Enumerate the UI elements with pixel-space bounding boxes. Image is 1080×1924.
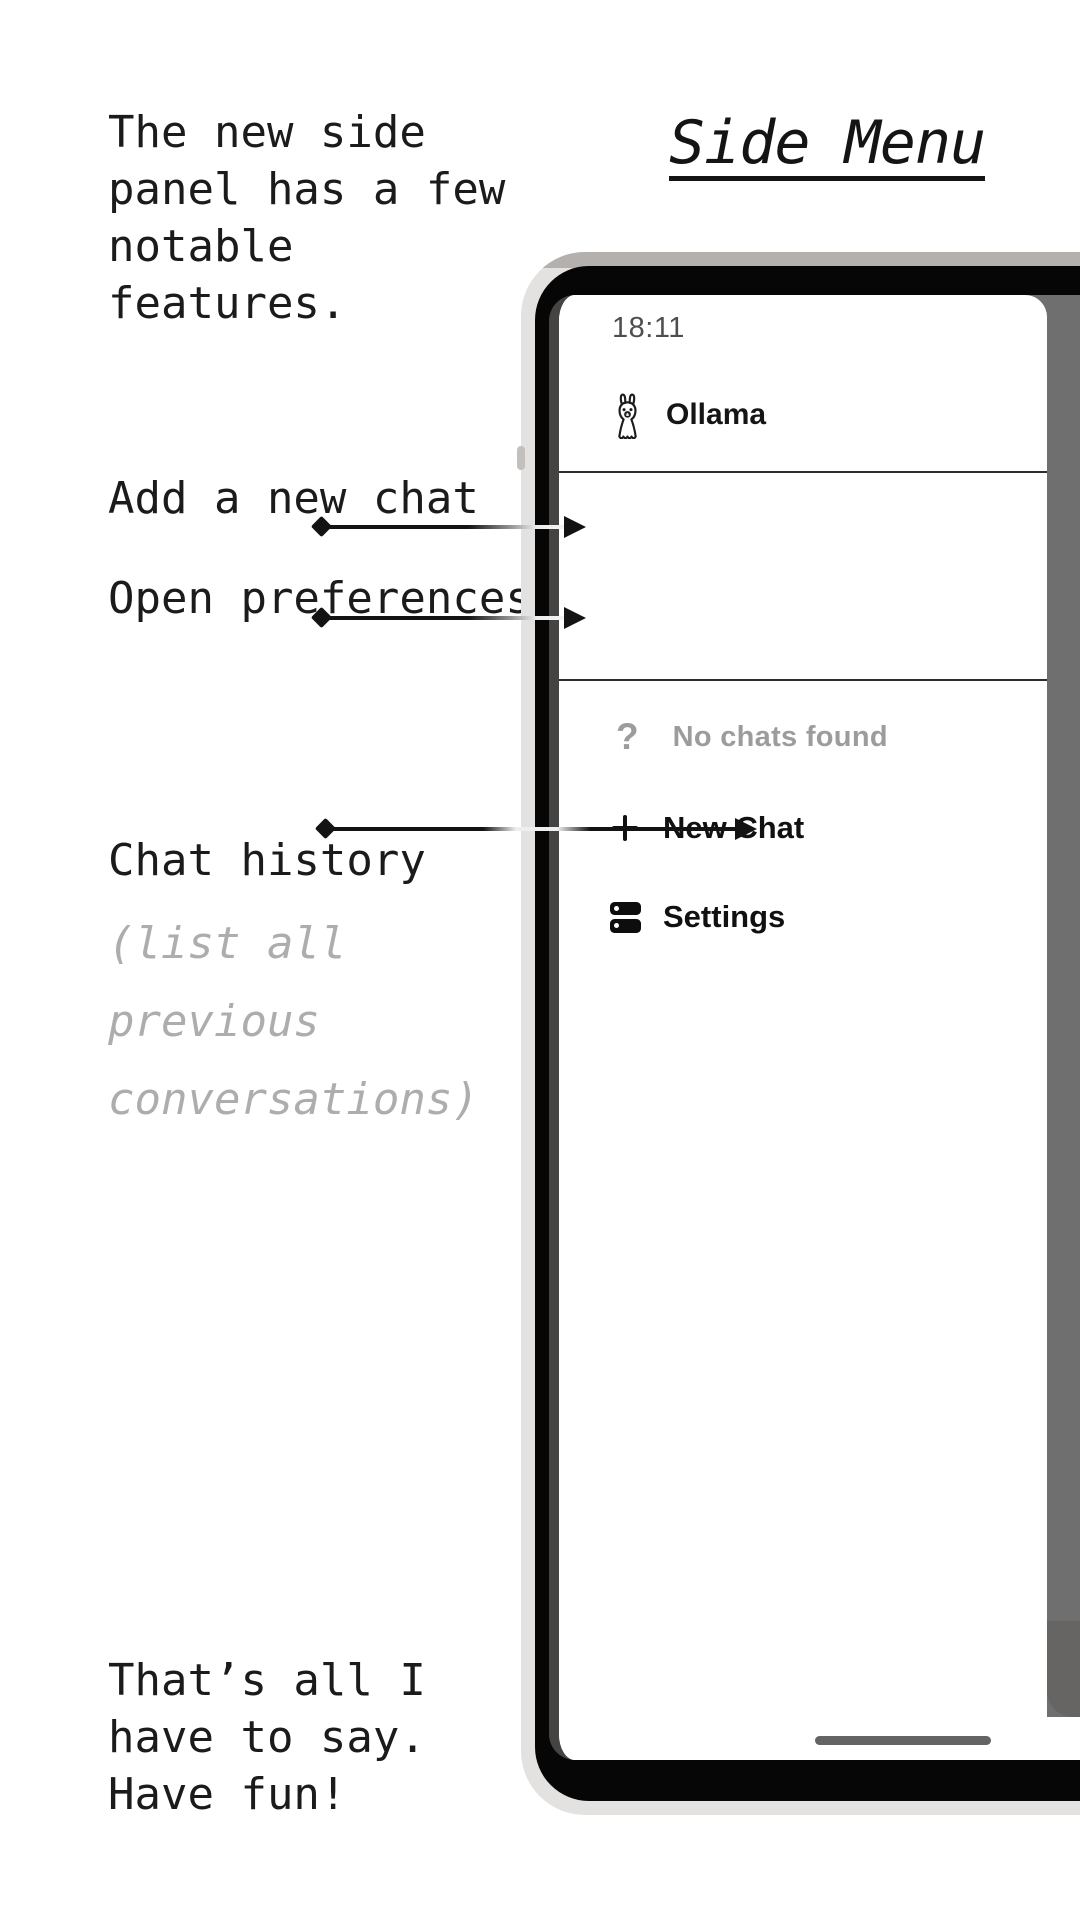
- status-bar-clock: 18:11: [612, 312, 685, 344]
- settings-icon: [610, 901, 641, 933]
- arrow-line-history: [326, 827, 739, 831]
- arrow-head-history: [735, 818, 757, 840]
- menu-item-settings[interactable]: Settings: [610, 893, 785, 941]
- gesture-navigation-bar[interactable]: [815, 1736, 991, 1745]
- outro-note: That’s all I have to say. Have fun!: [108, 1655, 426, 1820]
- question-icon: ?: [616, 716, 639, 757]
- app-name: Ollama: [666, 398, 767, 431]
- annotation-history-note: (list all previous conversations): [108, 918, 479, 1125]
- annotation-new-chat: Add a new chat: [108, 473, 479, 524]
- intro-note: The new side panel has a few notable fea…: [108, 107, 506, 329]
- arrow-head-settings: [564, 607, 586, 629]
- empty-chats-state: ? No chats found: [616, 716, 888, 758]
- arrow-line-new-chat: [322, 525, 566, 529]
- annotation-chat-history: Chat history: [108, 835, 426, 886]
- arrow-head-new-chat: [564, 516, 586, 538]
- phone-screen: 18:11: [549, 295, 1080, 1760]
- dimmed-input-edge: [1047, 1621, 1080, 1717]
- arrow-line-settings: [322, 616, 566, 620]
- side-drawer: 18:11: [559, 295, 1047, 1760]
- app-header: Ollama: [611, 391, 766, 439]
- annotation-preferences: Open preferences: [108, 573, 532, 624]
- menu-item-label: Settings: [663, 899, 786, 934]
- phone-frame-top: [521, 252, 1080, 268]
- empty-state-text: No chats found: [672, 720, 888, 753]
- phone-mockup: 18:11: [521, 252, 1080, 1815]
- volume-button-seam: [517, 446, 525, 470]
- divider: [559, 679, 1047, 681]
- page-title: Side Menu: [669, 110, 986, 181]
- llama-icon: [611, 392, 644, 439]
- divider: [559, 471, 1047, 473]
